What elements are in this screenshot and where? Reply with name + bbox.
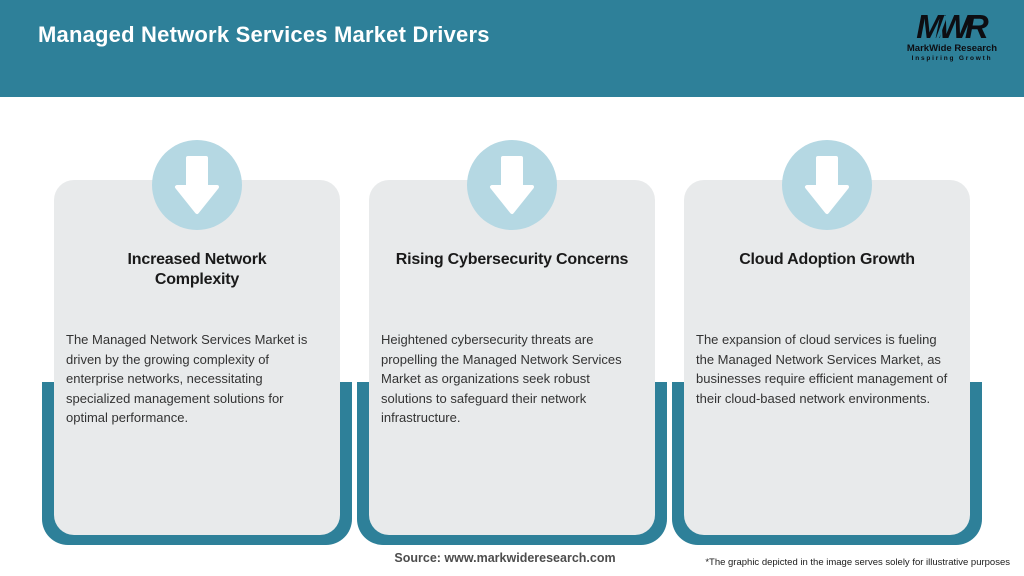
page-title: Managed Network Services Market Drivers bbox=[38, 22, 490, 47]
card-body: The expansion of cloud services is fueli… bbox=[696, 332, 948, 406]
arrow-circle-badge bbox=[152, 140, 242, 230]
disclaimer-note: *The graphic depicted in the image serve… bbox=[705, 557, 1010, 568]
down-arrow-icon bbox=[490, 156, 534, 214]
arrow-circle-badge bbox=[782, 140, 872, 230]
card-body: The Managed Network Services Market is d… bbox=[66, 332, 308, 425]
card-title: Increased Network Complexity bbox=[127, 251, 267, 288]
card-title: Cloud Adoption Growth bbox=[739, 251, 915, 268]
down-arrow-icon bbox=[175, 156, 219, 214]
driver-card-cloud-adoption-growth: Cloud Adoption Growth The expansion of c… bbox=[684, 140, 970, 535]
logo-monogram: MWR bbox=[916, 8, 989, 45]
driver-card-increased-network-complexity: Increased Network Complexity The Managed… bbox=[54, 140, 340, 535]
card-body: Heightened cybersecurity threats are pro… bbox=[381, 332, 622, 425]
logo-tagline: Inspiring Growth bbox=[911, 55, 993, 62]
down-arrow-icon bbox=[805, 156, 849, 214]
driver-card-rising-cybersecurity-concerns: Rising Cybersecurity Concerns Heightened… bbox=[369, 140, 655, 535]
logo-company-name: MarkWide Research bbox=[906, 43, 998, 54]
arrow-circle-badge bbox=[467, 140, 557, 230]
source-attribution: Source: www.markwideresearch.com bbox=[394, 551, 616, 565]
card-title: Rising Cybersecurity Concerns bbox=[395, 251, 629, 268]
markwide-research-logo: MWR MarkWide Research Inspiring Growth bbox=[906, 10, 998, 63]
header-bar: Managed Network Services Market Drivers … bbox=[0, 0, 1024, 97]
